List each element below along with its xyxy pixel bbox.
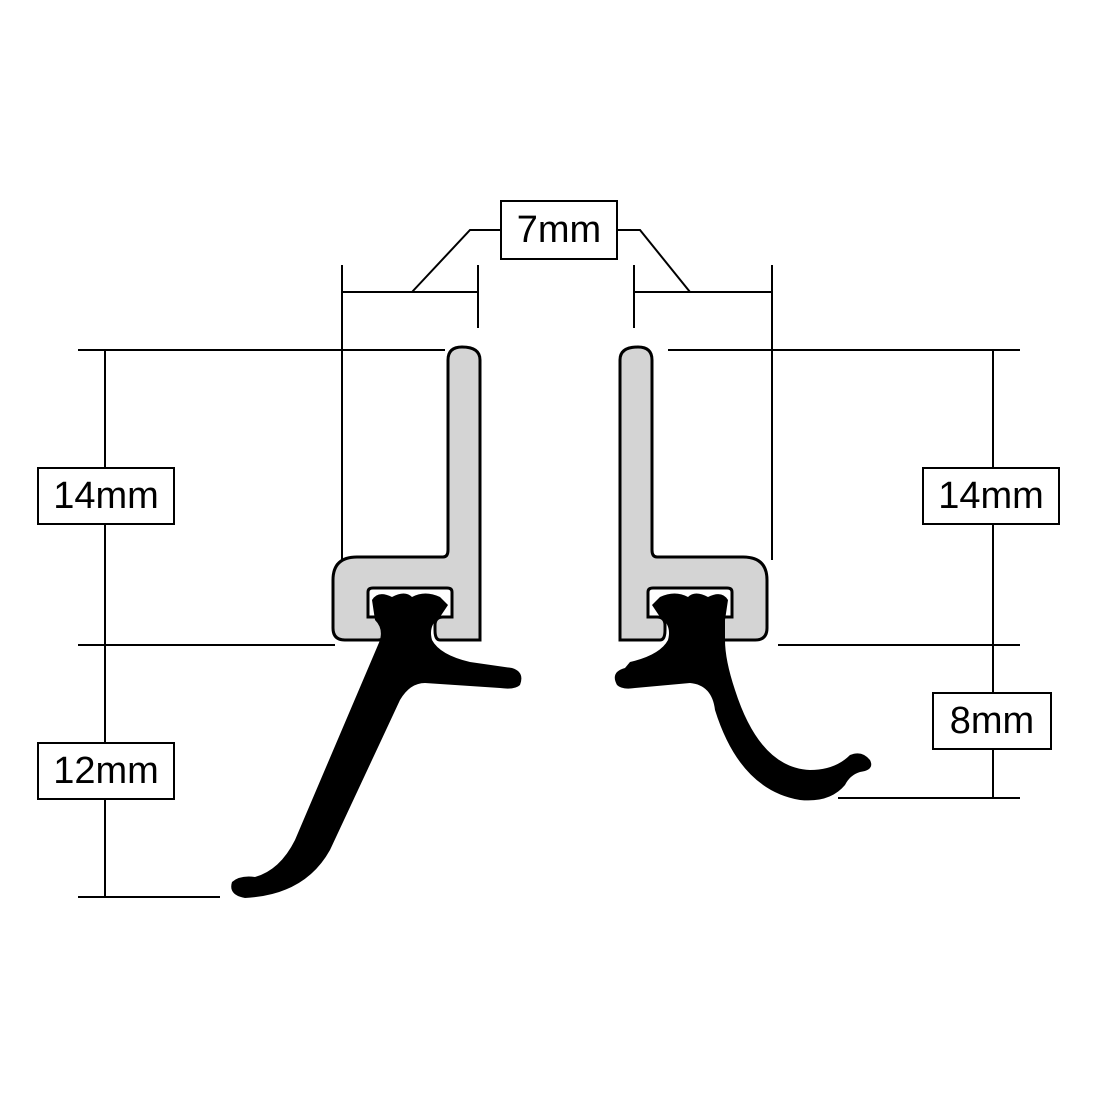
right-drop-label: 8mm [932, 692, 1052, 750]
right-seal [614, 593, 872, 801]
left-height-label: 14mm [37, 467, 175, 525]
left-drop-label: 12mm [37, 742, 175, 800]
right-height-label: 14mm [922, 467, 1060, 525]
left-seal [231, 593, 522, 898]
left-profile [331, 345, 482, 642]
dimension-lines [78, 229, 1020, 898]
width-label: 7mm [500, 200, 618, 260]
